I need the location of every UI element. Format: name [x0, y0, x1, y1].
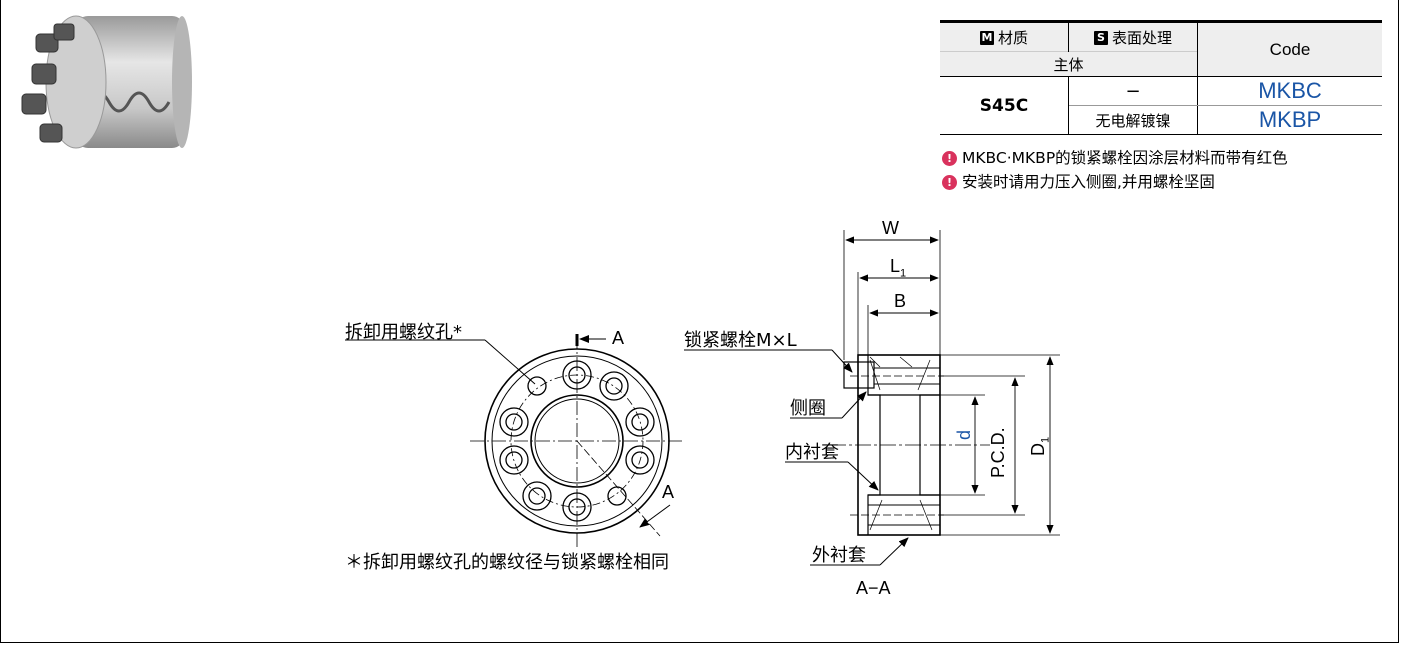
dim-l1-label: L1: [890, 256, 907, 280]
code-header: Code: [1197, 20, 1382, 77]
code-cell: MKBP: [1197, 105, 1382, 135]
note-item: ! MKBC·MKBP的锁紧螺栓因涂层材料而带有红色: [942, 146, 1288, 170]
treatment-badge-icon: S: [1093, 31, 1108, 45]
section-view: [684, 230, 1060, 566]
treatment-cell: −: [1068, 76, 1198, 106]
removal-hole-label: 拆卸用螺纹孔*: [345, 322, 462, 343]
section-marker-bottom: A: [662, 482, 675, 502]
footnote: ＊拆卸用螺纹孔的螺纹径与锁紧螺栓相同: [345, 552, 669, 573]
product-photo: [21, 15, 192, 149]
exclamation-icon: !: [942, 174, 957, 190]
notes: ! MKBC·MKBP的锁紧螺栓因涂层材料而带有红色 ! 安装时请用力压入侧圈,…: [942, 146, 1288, 194]
section-title: A−A: [856, 578, 891, 598]
material-badge-icon: M: [979, 31, 994, 45]
dim-pcd-label: P.C.D.: [988, 427, 1008, 478]
body-header: 主体: [940, 51, 1198, 77]
material-value: S45C: [940, 76, 1069, 135]
dim-d-label: d: [954, 429, 974, 440]
dim-w-label: W: [882, 218, 899, 238]
front-view: [345, 334, 684, 548]
inner-sleeve-label: 内衬套: [785, 442, 839, 463]
dim-b-label: B: [894, 291, 907, 311]
side-ring-label: 侧圈: [790, 398, 826, 419]
note-item: ! 安装时请用力压入侧圈,并用螺栓坚固: [942, 170, 1288, 194]
outer-sleeve-label: 外衬套: [812, 545, 866, 566]
exclamation-icon: !: [942, 150, 957, 166]
bolt-label: 锁紧螺栓M×L: [684, 330, 797, 351]
dim-d1-label: D1: [1028, 436, 1052, 456]
section-marker-top: A: [612, 328, 625, 348]
code-cell: MKBC: [1197, 76, 1382, 106]
treatment-cell: 无电解镀镍: [1068, 105, 1198, 135]
